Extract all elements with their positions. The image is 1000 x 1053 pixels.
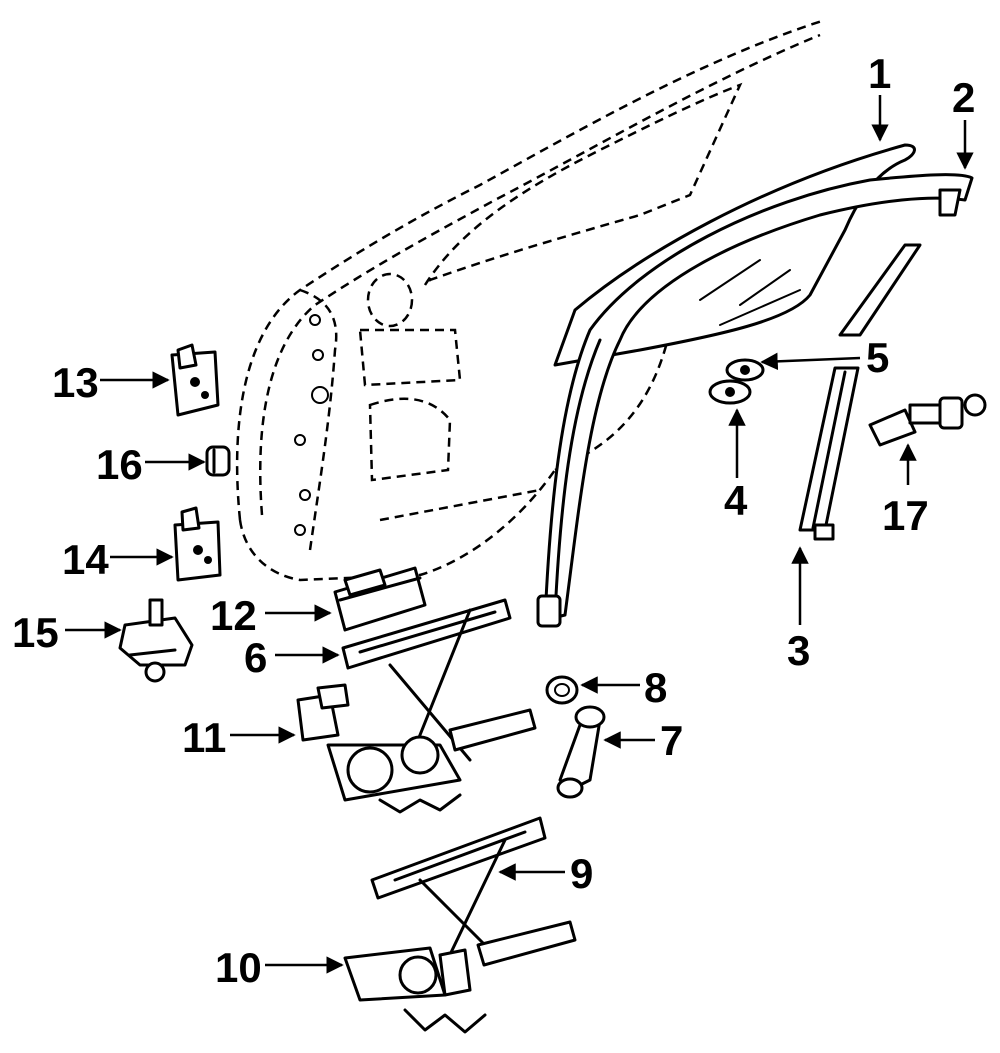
callout-labels: 1 2 3 4 5 6 7 8 9 10 11 12 13 14 15 16 1… [12,50,975,991]
callout-11: 11 [182,714,226,761]
door-shell [235,18,826,582]
callout-16: 16 [96,441,143,488]
power-window-regulator [326,598,537,814]
callout-13: 13 [52,359,99,406]
regulator-bracket [296,683,350,742]
leader-lines [65,95,974,974]
upper-hinge [170,343,220,417]
guide-clips [708,358,765,405]
callout-8: 8 [644,664,667,711]
callout-4: 4 [724,477,748,524]
callout-12: 12 [210,592,257,639]
lower-hinge [173,506,222,582]
pivot-bolt [868,393,987,447]
callout-7: 7 [660,717,683,764]
callout-14: 14 [62,536,109,583]
door-check [118,598,194,683]
callout-1: 1 [868,50,891,97]
door-bumper [205,445,231,477]
callout-15: 15 [12,609,59,656]
handle-escutcheon [545,675,579,705]
callout-9: 9 [570,850,593,897]
rear-channel [798,366,860,541]
callout-6: 6 [244,634,267,681]
callout-10: 10 [215,944,262,991]
glass-run-channel [536,173,974,628]
callout-17: 17 [882,492,929,539]
window-crank [556,705,606,799]
manual-regulator [343,816,577,1034]
window-motor [333,566,427,632]
callout-5: 5 [866,334,889,381]
callout-3: 3 [787,627,810,674]
upper-rear-strip [838,243,922,337]
callout-2: 2 [952,74,975,121]
